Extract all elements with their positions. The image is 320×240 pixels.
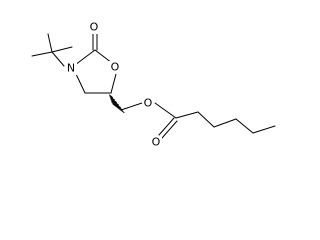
atom-o1: O [109, 61, 121, 74]
bond-ch2-oester [120, 102, 143, 111]
chemical-structure: N O O O O [31, 20, 276, 149]
atom-o-carbonyl-ester: O [150, 136, 162, 149]
bond-c2-c3 [197, 111, 215, 128]
bond-c4-c5 [235, 118, 254, 134]
hash-2 [109, 94, 113, 98]
bond-tbu-methyl-left [31, 51, 53, 57]
hash-4 [110, 97, 117, 103]
bond-c3-c4 [213, 118, 237, 128]
bond-oester-carbonyl-c [154, 102, 177, 119]
atom-label-o-carbonyl-ring: O [90, 21, 99, 34]
bond-tbu-methyl-right [51, 46, 73, 53]
bond-c1-c2 [175, 111, 199, 119]
hash-5 [110, 99, 119, 106]
atom-n3: N [65, 62, 77, 75]
bond-c4-n3 [75, 73, 86, 94]
bond-tbu-methyl-top [47, 33, 53, 53]
hash-6 [111, 100, 121, 108]
atom-label-o-ester: O [144, 97, 153, 110]
tert-butyl-group [31, 33, 73, 67]
stereo-hash-wedge [109, 92, 125, 113]
bond-c2-o1 [94, 49, 113, 64]
bond-c5-c6 [252, 125, 276, 134]
oxazolidinone-ring [74, 30, 117, 94]
hash-3 [109, 96, 115, 101]
atom-o-ester: O [142, 97, 154, 110]
hash-8 [112, 103, 125, 113]
bond-ester-carbonyl-a [158, 117, 175, 136]
atom-label-n3: N [67, 62, 75, 75]
bond-n3-c2 [74, 49, 96, 66]
hash-7 [111, 102, 123, 111]
hexanoate-chain [120, 102, 276, 139]
atom-label-o1: O [111, 61, 120, 74]
atom-o-carbonyl-ring: O [88, 21, 100, 34]
bond-ester-carbonyl-b [161, 120, 178, 139]
bond-o1-c5 [110, 73, 117, 94]
bond-tbu-to-n [51, 51, 65, 67]
atom-label-o-carbonyl-ester: O [152, 136, 161, 149]
